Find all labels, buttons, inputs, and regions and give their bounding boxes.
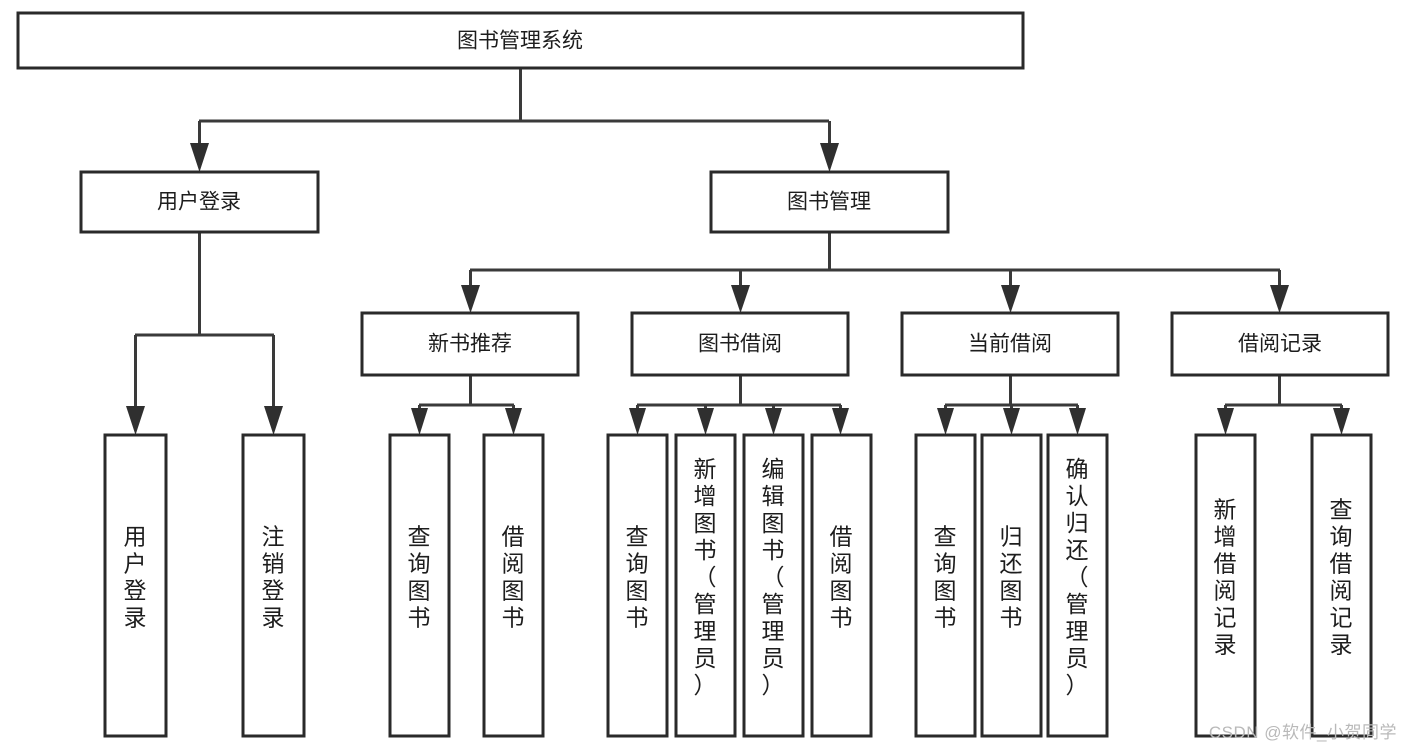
node-book-borrow-label: 图书借阅 bbox=[698, 333, 782, 356]
leaf-query-record-box[interactable] bbox=[1310, 433, 1373, 738]
connectors-newbookrec-to-leaves bbox=[411, 375, 522, 435]
node-root-box[interactable] bbox=[16, 11, 1025, 70]
leaf-query-book-1[interactable]: 查询图书 bbox=[388, 433, 451, 738]
node-current-borrow-label: 当前借阅 bbox=[968, 333, 1052, 356]
connectors-borrowrecord-to-leaves bbox=[1217, 375, 1350, 435]
leaf-borrow-book-2[interactable]: 借阅图书 bbox=[810, 433, 873, 738]
leaf-query-record[interactable]: 查询借阅记录 bbox=[1310, 433, 1373, 738]
leaf-add-book[interactable]: 新增图书（管理员） bbox=[674, 433, 737, 738]
node-root[interactable]: 图书管理系统 bbox=[16, 11, 1025, 70]
connectors-bookborrow-to-leaves bbox=[629, 375, 849, 435]
node-new-book-rec-box[interactable] bbox=[360, 311, 580, 377]
leaf-confirm-return-box[interactable] bbox=[1046, 433, 1109, 738]
leaf-query-book-1-label: 查询图书 bbox=[408, 524, 431, 631]
leaf-borrow-book-1[interactable]: 借阅图书 bbox=[482, 433, 545, 738]
connectors-root-to-level2 bbox=[190, 68, 839, 172]
leaf-confirm-return-label: 确认归还（管理员） bbox=[1066, 456, 1089, 698]
node-new-book-rec-label: 新书推荐 bbox=[428, 333, 512, 356]
node-user-login[interactable]: 用户登录 bbox=[79, 170, 320, 234]
leaf-edit-book-label: 编辑图书（管理员） bbox=[762, 456, 785, 698]
leaf-query-record-label: 查询借阅记录 bbox=[1330, 497, 1353, 658]
node-book-manage[interactable]: 图书管理 bbox=[709, 170, 950, 234]
node-current-borrow[interactable]: 当前借阅 bbox=[900, 311, 1120, 377]
node-borrow-record-box[interactable] bbox=[1170, 311, 1390, 377]
leaf-borrow-book-1-box[interactable] bbox=[482, 433, 545, 738]
leaf-query-book-3-box[interactable] bbox=[914, 433, 977, 738]
node-user-login-box[interactable] bbox=[79, 170, 320, 234]
node-book-borrow[interactable]: 图书借阅 bbox=[630, 311, 850, 377]
leaf-borrow-book-2-box[interactable] bbox=[810, 433, 873, 738]
leaf-edit-book[interactable]: 编辑图书（管理员） bbox=[742, 433, 805, 738]
leaf-return-book-label: 归还图书 bbox=[1000, 524, 1023, 631]
leaf-query-book-3-label: 查询图书 bbox=[934, 524, 957, 631]
leaf-query-book-2[interactable]: 查询图书 bbox=[606, 433, 669, 738]
leaf-add-record[interactable]: 新增借阅记录 bbox=[1194, 433, 1257, 738]
connectors-userlogin-to-leaves bbox=[126, 232, 283, 435]
leaf-confirm-return[interactable]: 确认归还（管理员） bbox=[1046, 433, 1109, 738]
leaf-add-record-label: 新增借阅记录 bbox=[1214, 497, 1237, 658]
node-book-manage-label: 图书管理 bbox=[787, 191, 871, 214]
leaf-query-book-1-box[interactable] bbox=[388, 433, 451, 738]
leaf-return-book-box[interactable] bbox=[980, 433, 1043, 738]
leaf-edit-book-box[interactable] bbox=[742, 433, 805, 738]
leaf-user-logout[interactable]: 注销登录 bbox=[241, 433, 306, 738]
csdn-watermark: CSDN @软件_小贺同学 bbox=[1208, 723, 1397, 742]
node-root-label: 图书管理系统 bbox=[457, 30, 583, 53]
node-user-login-label: 用户登录 bbox=[157, 191, 241, 214]
node-book-manage-box[interactable] bbox=[709, 170, 950, 234]
leaf-user-login-label: 用户登录 bbox=[124, 524, 147, 631]
leaf-borrow-book-1-label: 借阅图书 bbox=[502, 524, 525, 631]
leaf-add-book-box[interactable] bbox=[674, 433, 737, 738]
leaf-return-book[interactable]: 归还图书 bbox=[980, 433, 1043, 738]
leaf-borrow-book-2-label: 借阅图书 bbox=[830, 524, 853, 631]
leaf-query-book-2-label: 查询图书 bbox=[626, 524, 649, 631]
leaf-add-record-box[interactable] bbox=[1194, 433, 1257, 738]
node-new-book-rec[interactable]: 新书推荐 bbox=[360, 311, 580, 377]
leaf-query-book-3[interactable]: 查询图书 bbox=[914, 433, 977, 738]
node-current-borrow-box[interactable] bbox=[900, 311, 1120, 377]
leaf-user-login-box[interactable] bbox=[103, 433, 168, 738]
leaf-user-logout-box[interactable] bbox=[241, 433, 306, 738]
node-book-borrow-box[interactable] bbox=[630, 311, 850, 377]
connectors-bookmanage-to-level3 bbox=[461, 232, 1289, 313]
leaf-query-book-2-box[interactable] bbox=[606, 433, 669, 738]
leaf-user-login[interactable]: 用户登录 bbox=[103, 433, 168, 738]
leaf-user-logout-label: 注销登录 bbox=[262, 524, 285, 631]
node-borrow-record[interactable]: 借阅记录 bbox=[1170, 311, 1390, 377]
leaf-add-book-label: 新增图书（管理员） bbox=[694, 456, 717, 698]
connectors-currentborrow-to-leaves bbox=[937, 375, 1086, 435]
node-borrow-record-label: 借阅记录 bbox=[1238, 333, 1322, 356]
